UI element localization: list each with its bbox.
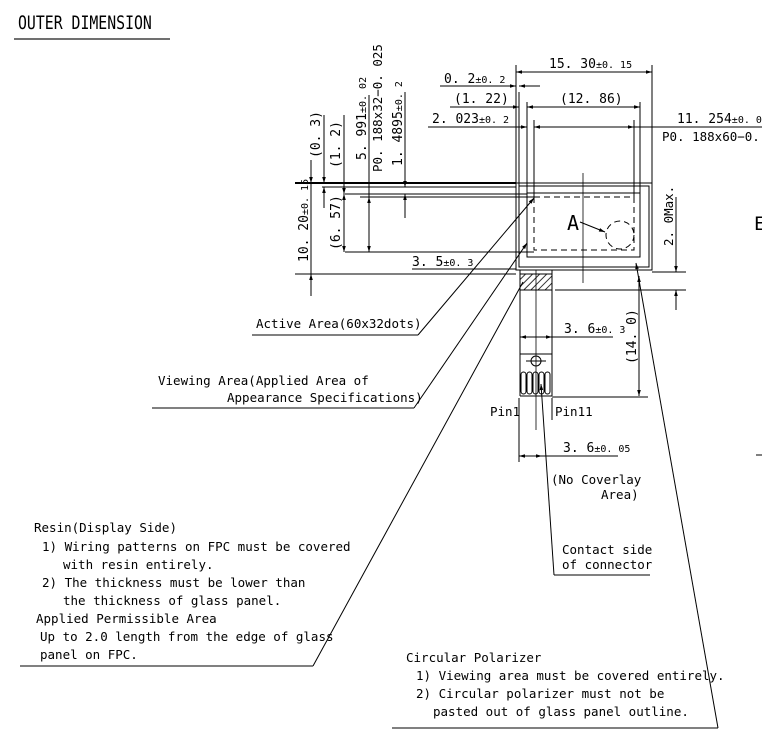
svg-text:1) Viewing area must be covere: 1) Viewing area must be covered entirely… xyxy=(416,668,725,683)
dim-overall-height: 10. 20±0. 15 xyxy=(297,179,312,262)
svg-text:Up to 2.0 length from the edge: Up to 2.0 length from the edge of glass xyxy=(40,629,334,644)
title-underline xyxy=(14,38,170,40)
dim-fpc-offset: 3. 5±0. 3 xyxy=(412,255,473,270)
svg-text:panel on FPC.: panel on FPC. xyxy=(40,647,138,662)
svg-text:2) The thickness must be lower: 2) The thickness must be lower than xyxy=(42,575,305,590)
resin-sub-heading: Applied Permissible Area xyxy=(36,611,217,626)
svg-text:2) Circular polarizer must not: 2) Circular polarizer must not be xyxy=(416,686,664,701)
fpc-tail xyxy=(519,269,553,430)
polarizer-notes: Circular Polarizer 1) Viewing area must … xyxy=(406,650,725,719)
active-area-outline xyxy=(533,196,635,251)
dim-v-1-2: (1. 2) xyxy=(329,121,344,168)
pin11-label: Pin11 xyxy=(555,404,593,419)
dim-viewing-width: (12. 86) xyxy=(560,92,623,107)
svg-text:pasted out of glass panel outl: pasted out of glass panel outline. xyxy=(433,704,689,719)
drawing-title: OUTER DIMENSION xyxy=(18,12,152,34)
dim-pitch-x: P0. 188x60−0. 026 xyxy=(662,129,762,144)
detail-marker-a: A xyxy=(567,211,579,235)
viewing-area-label-2: Appearance Specifications) xyxy=(227,390,423,405)
resin-notes: Resin(Display Side) 1) Wiring patterns o… xyxy=(34,520,351,662)
contact-side-label-2: of connector xyxy=(562,557,653,572)
no-coverlay-label-2: Area) xyxy=(601,487,639,502)
resin-heading: Resin(Display Side) xyxy=(34,520,177,535)
connector-pins xyxy=(520,371,552,397)
dim-active-height: 5. 991±0. 02 xyxy=(355,77,370,160)
section-marker-e: E xyxy=(754,213,762,235)
contact-side-label-1: Contact side xyxy=(562,542,652,557)
dim-fpc-length: (14. 0) xyxy=(625,309,640,364)
dim-inner-width: (1. 22) xyxy=(454,92,509,107)
active-area-label: Active Area(60x32dots) xyxy=(256,316,422,331)
glass-panel xyxy=(515,182,653,271)
dim-viewing-height: (6. 57) xyxy=(329,195,344,250)
pin1-label: Pin1 xyxy=(490,404,520,419)
dim-offset-top: 0. 2±0. 2 xyxy=(444,72,505,87)
polarizer-heading: Circular Polarizer xyxy=(406,650,542,665)
svg-text:with resin entirely.: with resin entirely. xyxy=(63,557,214,572)
dim-fpc-width: 3. 6±0. 3 xyxy=(564,322,625,337)
dim-overall-width: 15. 30±0. 15 xyxy=(549,57,632,72)
dim-active-width: 11. 254±0. 02 xyxy=(677,112,762,127)
viewing-area-label-1: Viewing Area(Applied Area of xyxy=(158,373,369,388)
detail-circle xyxy=(605,220,635,250)
no-coverlay-label-1: (No Coverlay xyxy=(551,472,642,487)
dim-contact-width: 3. 6±0. 05 xyxy=(563,441,630,456)
svg-text:1) Wiring patterns on FPC must: 1) Wiring patterns on FPC must be covere… xyxy=(42,539,351,554)
svg-text:the thickness of glass panel.: the thickness of glass panel. xyxy=(63,593,281,608)
dim-thickness: 2. 0Max. xyxy=(661,186,676,246)
dim-active-v-offset: 1. 4895±0. 2 xyxy=(391,81,406,166)
dim-active-offset: 2. 023±0. 2 xyxy=(432,112,509,127)
dim-pitch-y: P0. 188x32−0. 025 xyxy=(370,44,385,172)
dim-v-0-3: (0. 3) xyxy=(309,111,324,158)
